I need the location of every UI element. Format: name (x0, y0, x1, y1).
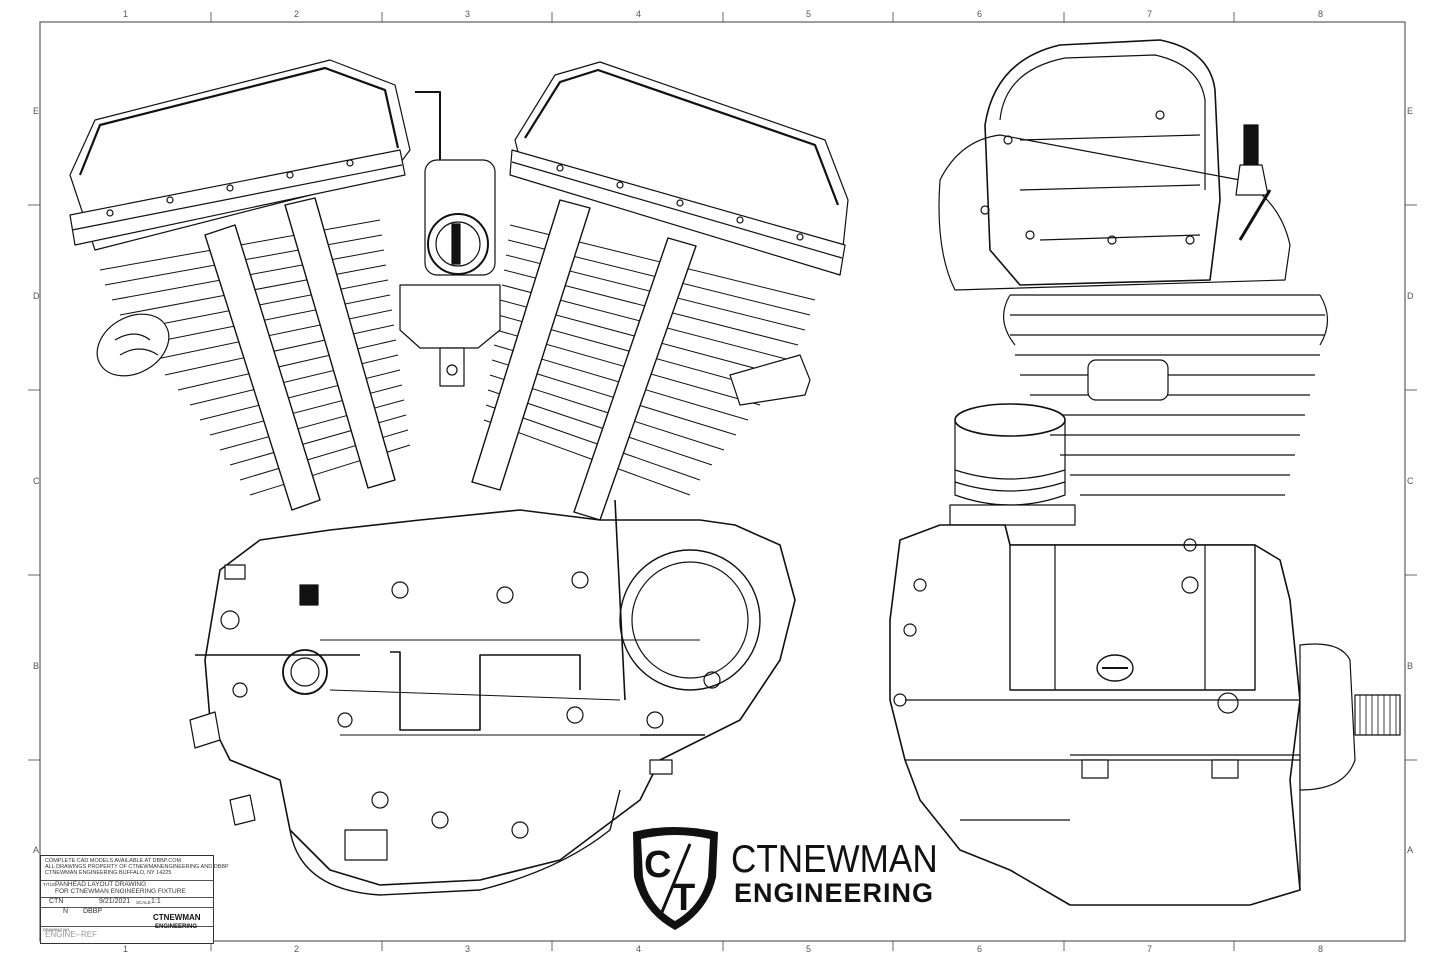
row-label-e-right: E (1407, 106, 1414, 116)
scale-label: SCALE (136, 900, 151, 905)
head-fins (1003, 294, 1329, 496)
row-label-d: D (33, 291, 40, 301)
drawn-by: CTN (49, 898, 64, 905)
drawing-scale: 1:1 (151, 898, 161, 905)
logo-monogram-c: C (644, 844, 672, 886)
row-label-c-right: C (1407, 476, 1414, 486)
column-label-2-bottom: 2 (294, 944, 300, 954)
drawing-date: 9/21/2021 (99, 898, 131, 905)
inner-frame (39, 21, 1406, 942)
panhead-front-view (889, 39, 1401, 906)
sheet-letter: N (63, 908, 69, 915)
title-block-note-1: COMPLETE CAD MODELS AVAILABLE AT DBBP.CO… (45, 858, 182, 864)
column-label-4: 4 (636, 9, 642, 19)
spark-plug (1235, 124, 1272, 241)
drawing-number: ENGINE--REF (45, 930, 97, 939)
row-label-c: C (33, 476, 40, 486)
carburetor (399, 91, 501, 387)
column-label-6: 6 (977, 9, 983, 19)
output-shaft (1299, 643, 1401, 791)
column-label-4-bottom: 4 (636, 944, 642, 954)
crankcase (195, 499, 796, 886)
column-label-8: 8 (1318, 9, 1324, 19)
column-label-7: 7 (1147, 9, 1153, 19)
title-block-divider-4 (41, 926, 213, 927)
panhead-side-view (69, 59, 849, 896)
column-label-8-bottom: 8 (1318, 944, 1324, 954)
title-block-brand: CTNEWMAN (153, 913, 201, 922)
intake-elbow (96, 313, 170, 377)
oil-filter-canister (949, 403, 1076, 526)
front-rocker-cover (509, 61, 849, 276)
row-label-b-right: B (1407, 661, 1414, 671)
title-block-divider-2 (41, 897, 213, 898)
cylinder-boss (1087, 359, 1169, 401)
company-logo: C T CTNEWMAN ENGINEERING (628, 822, 968, 932)
title-block-brand-sub: ENGINEERING (155, 924, 198, 930)
checked-by: DBBP (83, 908, 103, 915)
column-label-3: 3 (465, 9, 471, 19)
title-block-divider-3 (41, 907, 213, 908)
title-block-note-2: ALL DRAWINGS PROPERTY OF CTNEWMANENGINEE… (45, 864, 229, 870)
logo-company-subtitle: ENGINEERING (734, 878, 935, 908)
exhaust-port (729, 354, 811, 406)
title-block-note-3: CTNEWMAN ENGINEERING BUFFALO, NY 14225 (45, 870, 172, 876)
row-label-e: E (33, 106, 40, 116)
title-block: COMPLETE CAD MODELS AVAILABLE AT DBBP.CO… (40, 855, 229, 944)
rocker-cover-dome (980, 39, 1221, 286)
rear-rocker-cover (69, 59, 411, 251)
gearcase-cover (289, 789, 621, 896)
logo-monogram-t: T (672, 877, 696, 919)
drawing-title-line-2: FOR CTNEWMAN ENGINEERING FIXTURE (55, 888, 186, 895)
column-label-5-bottom: 5 (806, 944, 812, 954)
row-label-a-right: A (1407, 845, 1414, 855)
title-block-divider-1 (41, 880, 213, 881)
zone-ticks (28, 12, 1417, 951)
crankcase-front (889, 524, 1301, 906)
drawing-no-label: DRAWING NO. (43, 927, 71, 932)
column-label-1-bottom: 1 (123, 944, 129, 954)
row-label-d-right: D (1407, 291, 1414, 301)
pushrod-tubes (204, 197, 697, 521)
title-label: TITLE: (43, 882, 57, 887)
oil-fittings (189, 564, 673, 861)
row-label-b: B (33, 661, 40, 671)
row-label-a: A (33, 845, 40, 855)
column-label-2: 2 (294, 9, 300, 19)
drawing-title-line-1: PANHEAD LAYOUT DRAWING (55, 881, 147, 888)
rocker-base (938, 134, 1291, 291)
column-label-3-bottom: 3 (465, 944, 471, 954)
column-label-1: 1 (123, 9, 129, 19)
logo-company-name: CTNEWMAN (731, 838, 938, 881)
column-label-6-bottom: 6 (977, 944, 983, 954)
logo-shield (633, 827, 718, 930)
column-label-5: 5 (806, 9, 812, 19)
column-label-7-bottom: 7 (1147, 944, 1153, 954)
